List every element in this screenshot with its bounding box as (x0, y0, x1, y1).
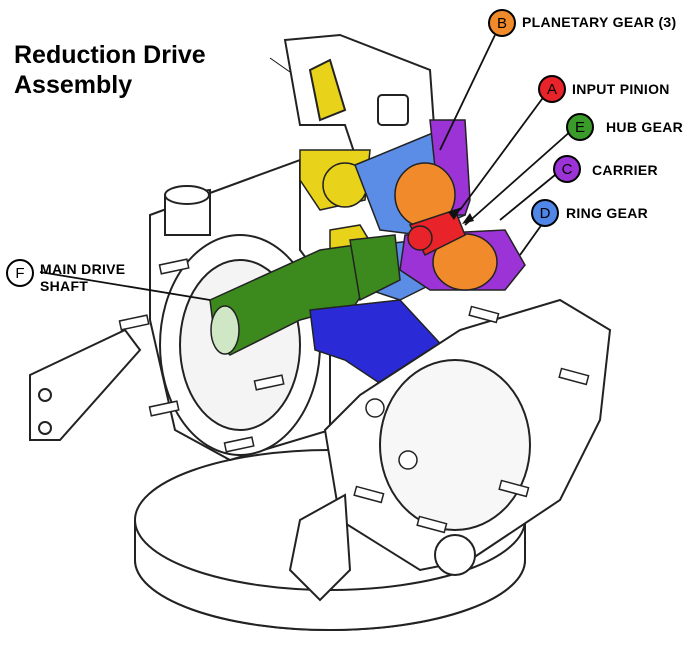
output-flange (288, 298, 612, 602)
title-line-1: Reduction Drive (14, 41, 206, 69)
callout-badge-c: C (553, 155, 581, 183)
input-pinion (407, 209, 466, 257)
callout-label-main-drive-shaft: MAIN DRIVE SHAFT (40, 261, 125, 295)
callout-label-main-drive-line-2: SHAFT (40, 278, 89, 294)
arrowheads (448, 207, 474, 224)
callout-badge-b: B (488, 9, 516, 37)
callout-label-ring-gear: RING GEAR (566, 205, 649, 221)
callout-badge-f: F (6, 259, 34, 287)
top-accessory-case (283, 33, 437, 177)
title-line-2: Assembly (14, 71, 133, 99)
studs (118, 258, 590, 534)
leader-lines (39, 34, 573, 301)
callout-label-input-pinion: INPUT PINION (572, 81, 670, 97)
top-leader (269, 57, 291, 73)
diagram-title: Reduction Drive Assembly (14, 40, 206, 100)
callout-label-carrier: CARRIER (592, 162, 658, 178)
callout-badge-d: D (531, 199, 559, 227)
callout-label-main-drive-line-1: MAIN DRIVE (40, 261, 126, 277)
callout-badge-e: E (566, 113, 594, 141)
mounting-bracket-left (29, 328, 142, 441)
callout-badge-a: A (538, 75, 566, 103)
callout-label-planetary-gear: PLANETARY GEAR (3) (522, 14, 677, 30)
callout-label-hub-gear: HUB GEAR (606, 119, 684, 135)
